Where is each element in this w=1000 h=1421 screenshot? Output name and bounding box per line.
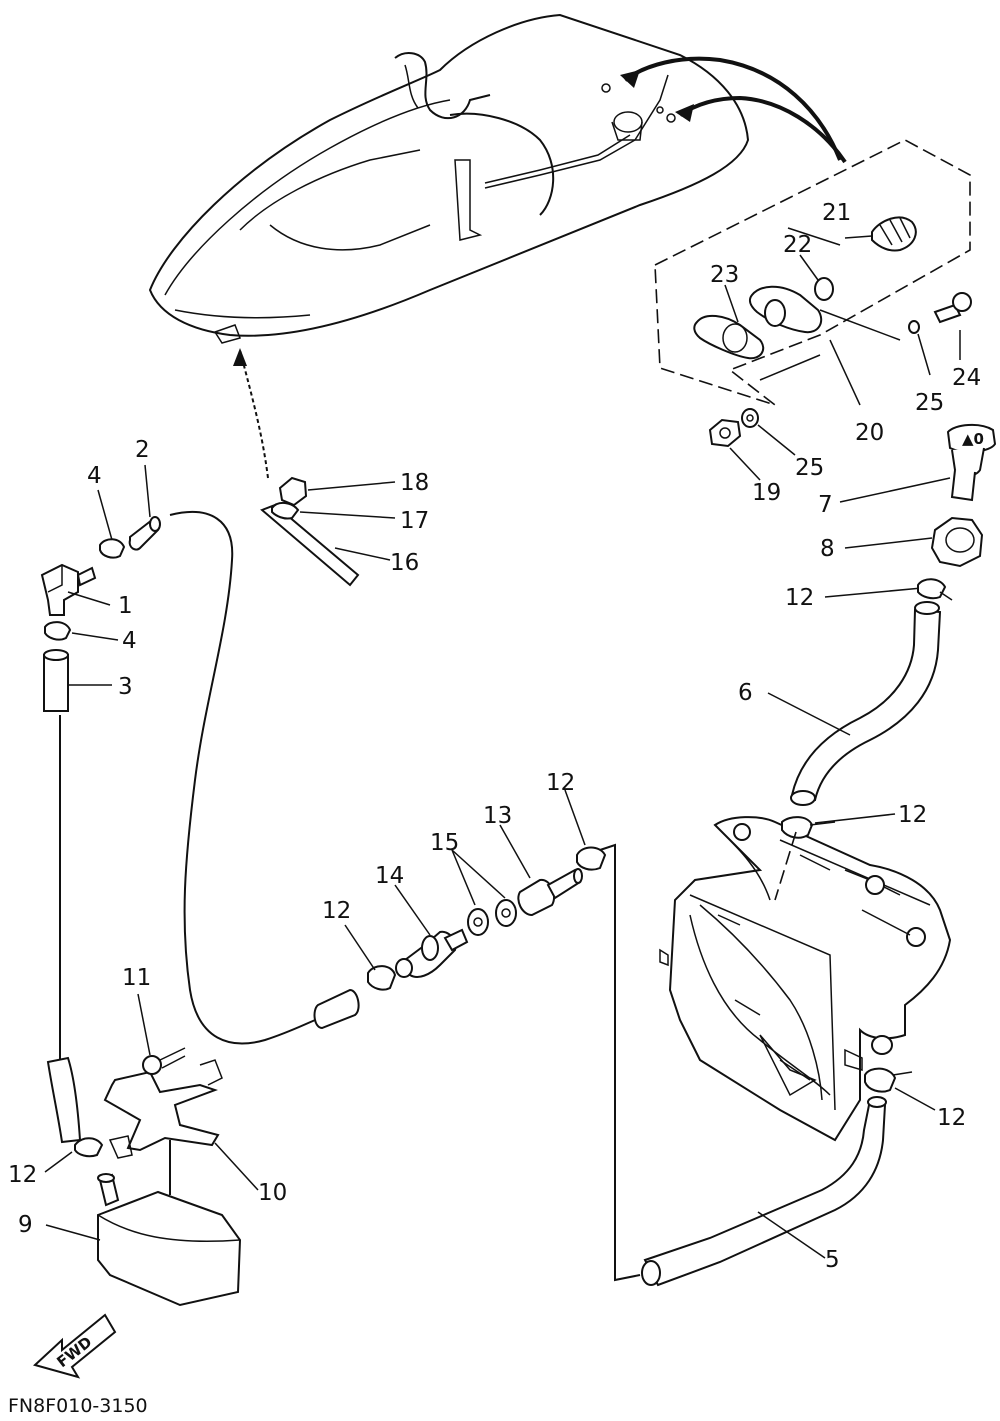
bracket-10	[103, 1059, 223, 1195]
callout-8: 8	[820, 536, 835, 562]
diagram-code: FN8F010-3150	[8, 1395, 148, 1417]
screw-24	[933, 292, 972, 324]
washer-17	[271, 502, 300, 520]
leader-lines	[44, 227, 961, 1259]
callout-23: 23	[710, 262, 739, 288]
o-ring-22	[814, 277, 834, 301]
callout-16: 16	[390, 550, 419, 576]
callout-7: 7	[818, 492, 833, 518]
svg-text:▲0: ▲0	[962, 430, 984, 448]
drain-flange-20	[748, 285, 901, 381]
hull-arrows	[233, 56, 847, 479]
callout-6: 6	[738, 680, 753, 706]
callout-24: 24	[952, 365, 981, 391]
drain-plug-7: ▲0	[946, 424, 997, 502]
clamp-12-left	[74, 1137, 104, 1158]
callout-3: 3	[118, 674, 133, 700]
washer-25-upper	[908, 320, 920, 334]
washer-25-lower	[741, 408, 759, 428]
spring-21	[844, 216, 917, 252]
hose-3	[43, 649, 69, 712]
gasket-23	[693, 314, 765, 360]
callout-15: 15	[430, 830, 459, 856]
fwd-arrow-icon: FWD	[33, 1313, 117, 1379]
callout-5: 5	[825, 1247, 840, 1273]
fitting-14	[395, 928, 469, 978]
callout-25-lower: 25	[795, 455, 824, 481]
callout-22: 22	[783, 232, 812, 258]
tank-9	[97, 1173, 242, 1307]
clamp-12-top-right	[917, 578, 947, 600]
screw-11	[142, 1047, 186, 1075]
callout-17: 17	[400, 508, 429, 534]
callout-18: 18	[400, 470, 429, 496]
clamp-12-pump-outlet	[864, 1067, 897, 1093]
callout-labels: 1 2 3 4 4 5 6 7 8 9 10 11 12 12 12 12 12…	[8, 200, 981, 1273]
hose-5	[641, 1096, 887, 1287]
nut-19	[708, 418, 742, 448]
callout-10: 10	[258, 1180, 287, 1206]
clamp-12-mid	[367, 965, 397, 991]
callout-21: 21	[822, 200, 851, 226]
washer-15a	[467, 908, 489, 936]
callout-9: 9	[18, 1212, 33, 1238]
fitting-13	[517, 868, 583, 917]
hose-2	[128, 516, 161, 551]
callout-2: 2	[135, 437, 150, 463]
clamp-4-upper	[99, 538, 126, 559]
routing-line	[599, 843, 641, 1282]
clamp-4-lower	[44, 621, 72, 641]
callout-4-lower: 4	[122, 628, 137, 654]
hull-illustration	[148, 13, 750, 344]
hose-left-lower	[46, 1056, 82, 1144]
callout-25-upper: 25	[915, 390, 944, 416]
washer-15b	[495, 899, 517, 927]
clamp-12-pump-top	[781, 816, 814, 839]
callout-1: 1	[118, 593, 133, 619]
callout-12-upper-mid: 12	[546, 770, 575, 796]
callout-14: 14	[375, 863, 404, 889]
nut-18	[278, 476, 308, 507]
callout-11: 11	[122, 965, 151, 991]
hose-6	[790, 601, 942, 806]
callout-19: 19	[752, 480, 781, 506]
drain-plug-detail-box	[654, 139, 972, 406]
clamp-12-upper-mid	[576, 846, 607, 871]
elbow-fitting-1	[40, 563, 97, 616]
callout-12-left: 12	[8, 1162, 37, 1188]
callout-4-upper: 4	[87, 463, 102, 489]
nut-8	[930, 516, 984, 568]
pump-housing	[659, 816, 952, 1142]
hose-stub	[313, 988, 360, 1030]
callout-12-top-right: 12	[785, 585, 814, 611]
callout-13: 13	[483, 803, 512, 829]
bracket-16	[260, 503, 360, 587]
callout-12-pump-top: 12	[898, 802, 927, 828]
vent-hose-long	[169, 511, 321, 1045]
callout-20: 20	[855, 420, 884, 446]
callout-12-mid: 12	[322, 898, 351, 924]
callout-12-pump-outlet: 12	[937, 1105, 966, 1131]
